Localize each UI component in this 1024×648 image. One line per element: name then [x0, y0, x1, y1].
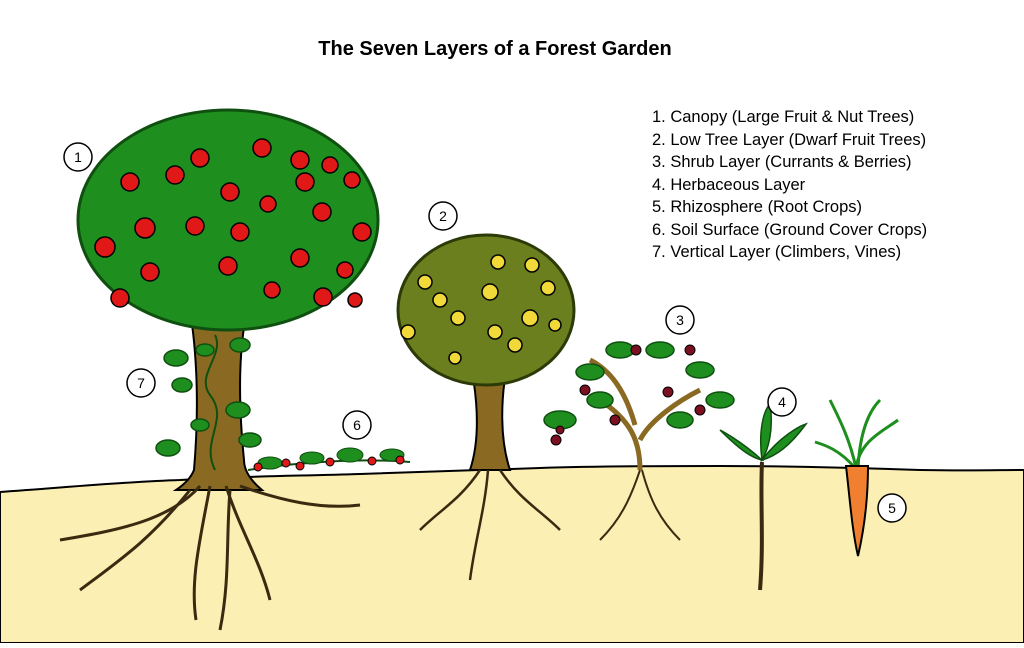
dwarf-tree: [396, 233, 576, 581]
dwarf-fruits: [400, 254, 562, 365]
canopy-tree: [59, 108, 380, 631]
legend-item-soil-surface: 6. Soil Surface (Ground Cover Crops): [652, 220, 928, 239]
svg-text:7: 7: [137, 375, 145, 391]
diagram-title: The Seven Layers of a Forest Garden: [318, 38, 672, 60]
svg-text:4: 4: [778, 394, 786, 410]
marker-2: 2: [428, 201, 458, 231]
legend-item-low-tree: 2. Low Tree Layer (Dwarf Fruit Trees): [652, 130, 927, 149]
svg-text:1: 1: [74, 149, 82, 165]
marker-5: 5: [877, 493, 907, 523]
canopy-fruits: [94, 138, 372, 308]
legend-item-shrub: 3. Shrub Layer (Currants & Berries): [652, 153, 912, 171]
svg-text:5: 5: [888, 500, 896, 516]
svg-text:2: 2: [439, 208, 447, 224]
legend-item-vertical: 7. Vertical Layer (Climbers, Vines): [652, 243, 902, 261]
vine-layer: [155, 334, 262, 471]
dwarf-foliage: [396, 233, 576, 387]
svg-text:3: 3: [676, 312, 684, 328]
legend-item-herbaceous: 4. Herbaceous Layer: [652, 175, 806, 194]
canopy-roots: [59, 484, 361, 631]
herbaceous: [719, 402, 808, 591]
marker-6: 6: [342, 410, 372, 440]
legend-item-rhizosphere: 5. Rhizosphere (Root Crops): [652, 198, 863, 216]
marker-7: 7: [126, 368, 156, 398]
marker-4: 4: [767, 387, 797, 417]
legend-item-canopy: 1. Canopy (Large Fruit & Nut Trees): [652, 108, 915, 126]
dwarf-trunk: [468, 359, 512, 471]
layer-legend: 1. Canopy (Large Fruit & Nut Trees) 2. L…: [652, 106, 927, 264]
carrot: [814, 398, 899, 557]
soil: [0, 464, 1024, 644]
marker-1: 1: [63, 142, 93, 172]
svg-text:6: 6: [353, 417, 361, 433]
ground-cover: [247, 447, 411, 472]
shrub: [543, 341, 735, 541]
marker-3: 3: [665, 305, 695, 335]
